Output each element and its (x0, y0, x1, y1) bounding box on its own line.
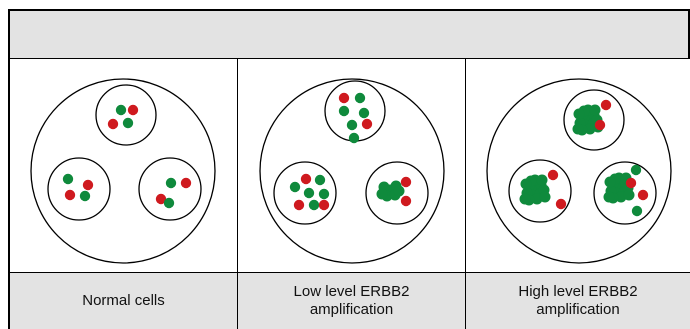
green-cluster-signal (520, 178, 532, 190)
green-signal (354, 92, 366, 104)
caption-low: Low level ERBB2 amplification (238, 272, 466, 329)
caption-high: High level ERBB2 amplification (466, 272, 690, 329)
red-signal (64, 189, 76, 201)
green-signal (165, 177, 177, 189)
red-signal (293, 199, 305, 211)
red-signal (400, 195, 412, 207)
green-cluster-signal (572, 123, 584, 135)
green-cluster-signal (393, 185, 405, 197)
panel-normal (10, 59, 238, 272)
red-signal (180, 177, 192, 189)
panel-low (238, 59, 466, 272)
red-signal (400, 176, 412, 188)
red-signal (547, 169, 559, 181)
green-signal (289, 181, 301, 193)
red-signal (555, 198, 567, 210)
fish-figure: Normal cells Low level ERBB2 amplificati… (8, 9, 690, 329)
nucleus-top (563, 89, 625, 151)
green-cluster-signal (589, 104, 601, 116)
green-signal (338, 105, 350, 117)
green-cluster-signal (376, 188, 388, 200)
green-signal (346, 119, 358, 131)
red-signal (600, 99, 612, 111)
green-cluster-signal (539, 191, 551, 203)
red-signal (594, 119, 606, 131)
green-signal (348, 132, 360, 144)
green-signal (115, 104, 127, 116)
green-signal (630, 164, 642, 176)
green-signal (314, 174, 326, 186)
green-cluster-signal (604, 176, 616, 188)
header-band (10, 11, 688, 59)
red-signal (361, 118, 373, 130)
green-signal (122, 117, 134, 129)
nucleus-top (324, 80, 386, 142)
outer-cell (259, 78, 445, 264)
green-signal (358, 107, 370, 119)
green-signal (631, 205, 643, 217)
red-signal (82, 179, 94, 191)
panel-high (466, 59, 690, 272)
red-signal (127, 104, 139, 116)
nucleus-left (273, 161, 337, 225)
green-signal (308, 199, 320, 211)
red-signal (318, 199, 330, 211)
green-signal (79, 190, 91, 202)
nucleus-right (365, 161, 429, 225)
nucleus-left (47, 157, 111, 221)
high-level-diagram (486, 78, 672, 264)
low-level-diagram (259, 78, 445, 264)
nucleus-right (593, 161, 657, 225)
green-signal (303, 187, 315, 199)
nucleus-top (95, 84, 157, 146)
green-signal (163, 197, 175, 209)
normal-cells-diagram (30, 78, 216, 264)
red-signal (338, 92, 350, 104)
outer-cell (30, 78, 216, 264)
red-signal (300, 173, 312, 185)
red-signal (155, 193, 167, 205)
red-signal (625, 177, 637, 189)
green-cluster-signal (573, 108, 585, 120)
outer-cell (486, 78, 672, 264)
caption-normal: Normal cells (10, 272, 238, 329)
nucleus-left (508, 159, 572, 223)
green-cluster-signal (536, 174, 548, 186)
red-signal (107, 118, 119, 130)
green-cluster-signal (519, 193, 531, 205)
red-signal (637, 189, 649, 201)
green-signal (318, 188, 330, 200)
green-signal (62, 173, 74, 185)
nucleus-right (138, 157, 202, 221)
green-cluster-signal (603, 191, 615, 203)
green-cluster-signal (623, 189, 635, 201)
